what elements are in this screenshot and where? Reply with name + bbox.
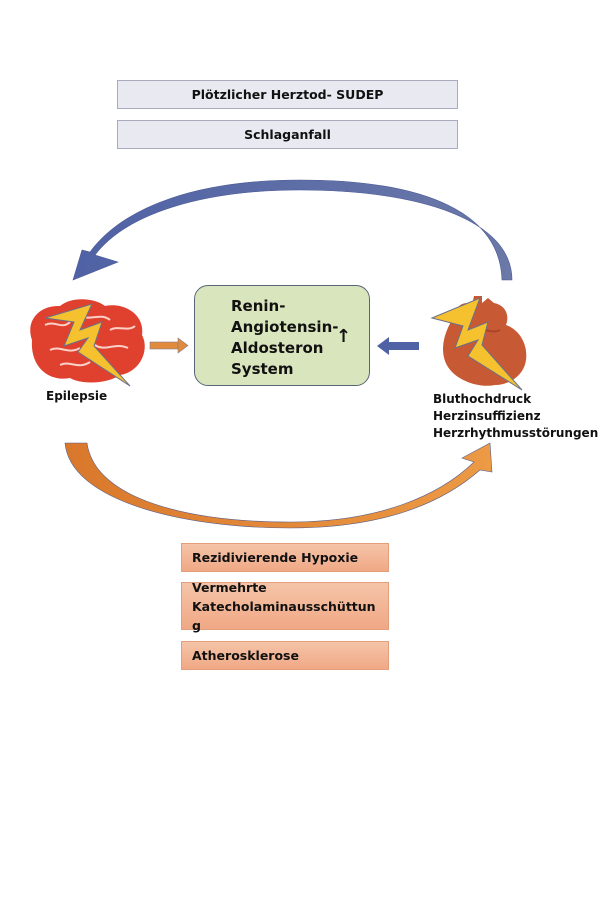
- mechanism-box-atherosclerosis: Atherosklerose: [181, 641, 389, 670]
- mechanism-label: Atherosklerose: [192, 648, 299, 663]
- outcome-box-stroke: Schlaganfall: [117, 120, 458, 149]
- lightning-icon: [44, 303, 131, 387]
- ras-label: Renin- Angiotensin- Aldosteron System: [231, 297, 339, 378]
- mechanism-box-catecholamine: Vermehrte Katecholaminausschüttung: [181, 580, 389, 633]
- feedback-arrow-bottom: [64, 442, 493, 529]
- outcome-box-sudep: Plötzlicher Herztod- SUDEP: [117, 80, 458, 109]
- lightning-icon: [430, 297, 523, 391]
- outcome-label: Schlaganfall: [244, 127, 331, 142]
- mechanism-box-hypoxia: Rezidivierende Hypoxie: [181, 543, 389, 572]
- increase-arrow-icon: ↑: [336, 326, 352, 347]
- arrow-heart-to-ras: [377, 337, 419, 355]
- cardio-labels: Bluthochdruck Herzinsuffizienz Herzrhyth…: [433, 392, 599, 440]
- feedback-arrow-top: [72, 179, 513, 281]
- outcome-label: Plötzlicher Herztod- SUDEP: [191, 87, 384, 102]
- arrow-brain-to-ras: [149, 337, 189, 354]
- mechanism-label: Rezidivierende Hypoxie: [192, 550, 359, 565]
- ras-box: Renin- Angiotensin- Aldosteron System ↑: [194, 285, 370, 386]
- mechanism-label: Vermehrte Katecholaminausschüttung: [192, 579, 376, 633]
- epilepsy-label: Epilepsie: [46, 389, 108, 403]
